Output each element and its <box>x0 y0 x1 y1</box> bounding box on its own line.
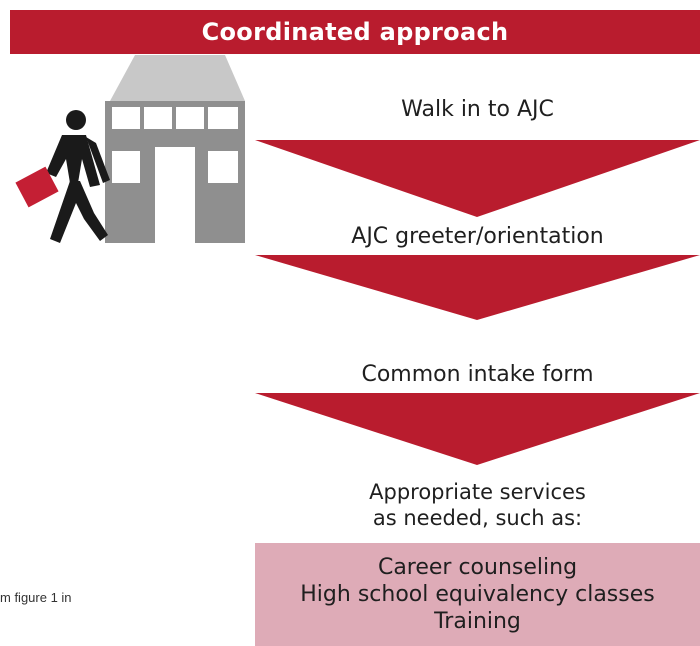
services-heading-line2: as needed, such as: <box>372 506 583 530</box>
down-triangle-arrow <box>255 393 700 465</box>
services-box: Career counseling High school equivalenc… <box>255 543 700 646</box>
person-legs <box>50 181 108 243</box>
building-icon <box>105 55 245 243</box>
service-item: Career counseling <box>377 555 578 580</box>
building-window <box>112 151 140 183</box>
briefcase-body <box>15 166 59 208</box>
building-window <box>208 107 238 129</box>
service-item: Training <box>434 609 521 634</box>
services-heading: Appropriate services as needed, such as: <box>255 479 700 531</box>
person-torso <box>46 135 100 187</box>
building-roof <box>110 55 245 101</box>
step-label-intake-form: Common intake form <box>361 362 594 387</box>
step-label-greeter: AJC greeter/orientation <box>351 224 604 249</box>
person-head <box>66 110 86 130</box>
down-triangle-arrow <box>255 255 700 320</box>
building-window <box>112 107 140 129</box>
illustration <box>15 55 245 243</box>
services-heading-line1: Appropriate services <box>369 480 586 504</box>
step-label-walk-in: Walk in to AJC <box>401 97 554 122</box>
building-door <box>155 147 195 243</box>
footnote: m figure 1 in <box>0 590 72 605</box>
service-item: High school equivalency classes <box>300 582 655 607</box>
diagram-title-banner: Coordinated approach <box>10 10 700 54</box>
building-window <box>208 151 238 183</box>
down-triangle-arrow <box>255 140 700 217</box>
person-walking-icon <box>46 110 110 243</box>
building-window <box>144 107 172 129</box>
diagram-title: Coordinated approach <box>201 18 509 46</box>
person-arm <box>86 137 110 183</box>
building-window <box>176 107 204 129</box>
briefcase-icon <box>15 166 59 208</box>
